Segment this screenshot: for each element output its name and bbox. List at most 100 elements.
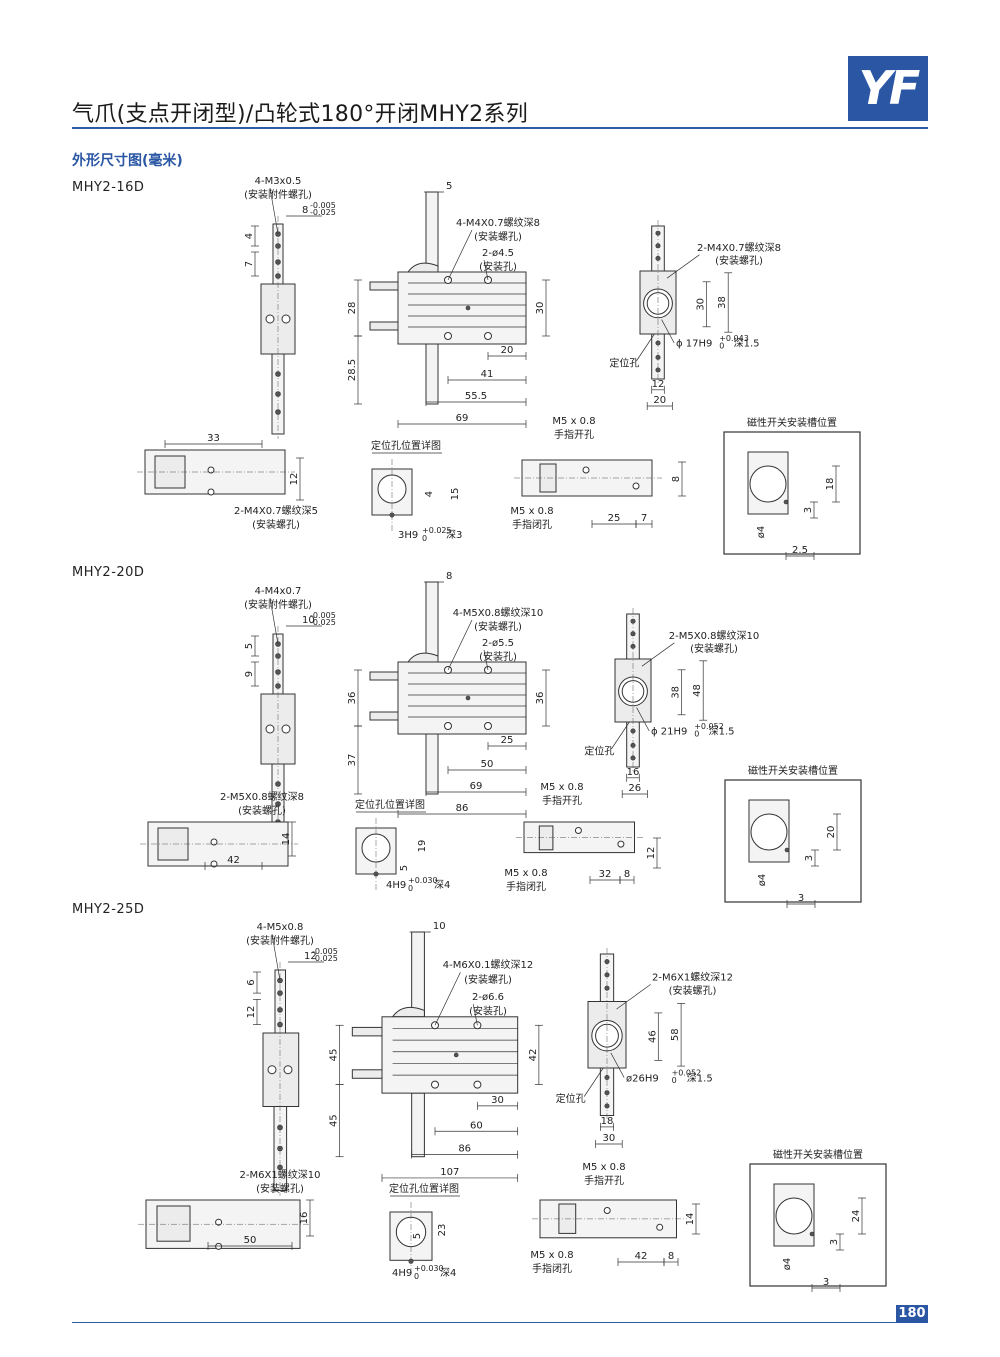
- dimension-label: 24: [851, 1210, 862, 1223]
- dimension-label: 5: [244, 643, 255, 649]
- thread-spec-label: 2-M6X1螺纹深12: [652, 971, 733, 984]
- dimension-label: +0.025: [422, 526, 452, 535]
- port-lower: [369, 711, 399, 721]
- port-upper: [369, 671, 399, 681]
- switch-slot: [783, 499, 789, 505]
- jaw-width-label: 8: [446, 571, 452, 582]
- dimension-label: 25: [608, 513, 621, 524]
- port-upper: [369, 281, 399, 291]
- finger-close-label: 手指闭孔: [506, 880, 546, 893]
- dimension-label: 20: [826, 826, 837, 839]
- tolerance-nominal-label: 8: [302, 205, 308, 216]
- thread-spec-label: 4-M4X0.7螺纹深8: [456, 216, 540, 229]
- dimension-label: 46: [647, 1030, 658, 1043]
- finger-open-label: 手指开孔: [542, 794, 582, 807]
- bore-tol-upper: +0.043: [719, 334, 749, 343]
- finger-open-thread: M5 x 0.8: [540, 782, 583, 793]
- cam-housing: [407, 652, 439, 663]
- finger-open-hole: [574, 827, 582, 834]
- lower-jaw: [425, 343, 439, 405]
- slot-diameter-label: ø4: [756, 526, 767, 538]
- dimension-label: 8: [624, 869, 630, 880]
- leader-line: [434, 972, 461, 1026]
- thread-note-label: (安装螺孔): [474, 230, 522, 243]
- cylinder-body: [397, 271, 527, 345]
- dimension-label: 30: [696, 298, 707, 311]
- logo-text: YF: [858, 61, 921, 115]
- thread-note-label: (安装螺孔): [669, 984, 717, 997]
- center-mark: [465, 305, 471, 311]
- thread-spec-label: 2-M5X0.8螺纹深8: [220, 790, 304, 803]
- switch-slot-title: 磁性开关安装槽位置: [748, 764, 838, 777]
- locating-hole-spec: 4H9: [392, 1268, 412, 1279]
- bore-depth-label: 深1.5: [734, 338, 760, 350]
- brand-logo: YF: [848, 56, 928, 121]
- dimension-label: 0: [414, 1272, 419, 1281]
- dimension-label: 38: [671, 686, 682, 699]
- dimension-label: 深4: [434, 879, 450, 891]
- dimension-label: 48: [692, 684, 703, 697]
- thread-note-label: (安装附件螺孔): [244, 598, 312, 611]
- dimension-label: 16: [299, 1212, 310, 1225]
- section-heading: 外形尺寸图(毫米): [72, 153, 183, 169]
- finger-open-label: 手指开孔: [584, 1174, 624, 1187]
- mount-hole: [207, 466, 215, 474]
- bottom-jaw: [156, 1205, 191, 1242]
- finger-open-hole: [582, 466, 590, 474]
- pivot-hole: [265, 314, 275, 324]
- dimension-label: 30: [491, 1095, 504, 1106]
- dimension-label: 86: [458, 1144, 471, 1155]
- dimension-label: 41: [481, 369, 494, 380]
- cam-housing: [407, 262, 439, 273]
- dimension-label: 42: [528, 1049, 539, 1062]
- dimension-label: 45: [329, 1114, 340, 1127]
- bore-tol-lower: 0: [719, 341, 724, 350]
- mount-hole: [431, 1080, 439, 1089]
- finger-open-thread: M5 x 0.8: [582, 1162, 625, 1173]
- finger-open-hole: [603, 1207, 611, 1214]
- thread-note-label: (安装螺孔): [690, 642, 738, 655]
- jaw-width-label: 5: [446, 181, 452, 192]
- pivot-hole: [281, 724, 291, 734]
- switch-bore: [775, 1197, 813, 1235]
- dimension-label: 16: [627, 767, 640, 778]
- finger-open-thread: M5 x 0.8: [552, 416, 595, 427]
- detail-title: 定位孔位置详图: [389, 1182, 459, 1195]
- dimension-label: 14: [281, 833, 292, 846]
- finger-open-label: 手指开孔: [554, 428, 594, 441]
- thread-note-label: (安装螺孔): [238, 804, 286, 817]
- dimension-label: 26: [628, 783, 641, 794]
- leader-line: [641, 642, 675, 667]
- bore-spec-label: ϕ 21H9: [651, 727, 687, 738]
- leader-line: [616, 984, 651, 1010]
- switch-slot: [809, 1231, 815, 1237]
- locating-hole-spec: 3H9: [398, 530, 418, 541]
- bore-tol-lower: 0: [672, 1076, 677, 1085]
- thread-spec-label: 4-M3x0.5: [255, 176, 302, 187]
- hole-note-label: (安装孔): [479, 260, 517, 273]
- dimension-label: 28.5: [347, 359, 358, 381]
- footer-rule: [72, 1322, 928, 1323]
- dimension-label: 3: [798, 893, 804, 904]
- pivot-hole: [283, 1065, 293, 1075]
- port-lower: [351, 1069, 383, 1079]
- dimension-label: 58: [670, 1028, 681, 1041]
- pivot-hole: [281, 314, 291, 324]
- leader-line: [636, 333, 655, 362]
- finger-close-label: 手指闭孔: [512, 518, 552, 531]
- dimension-label: 深4: [440, 1267, 456, 1279]
- tolerance-upper-label: -0.005: [310, 611, 336, 620]
- hole-spec-label: 2-ø6.6: [472, 992, 504, 1003]
- finger-close-thread: M5 x 0.8: [504, 868, 547, 879]
- switch-slot-frame: [723, 431, 861, 555]
- dimension-label: +0.030: [414, 1264, 444, 1273]
- leader-line: [447, 229, 473, 281]
- leader-line: [269, 597, 279, 645]
- thread-note-label: (安装螺孔): [464, 973, 512, 986]
- mount-hole: [277, 990, 283, 996]
- switch-slot-frame: [749, 1163, 887, 1287]
- dimension-label: 42: [227, 855, 240, 866]
- leader-line: [271, 933, 281, 981]
- model-16-drawings: 4-M3x0.5(安装附件螺孔)8-0.005-0.0254754-M4X0.7…: [137, 176, 861, 560]
